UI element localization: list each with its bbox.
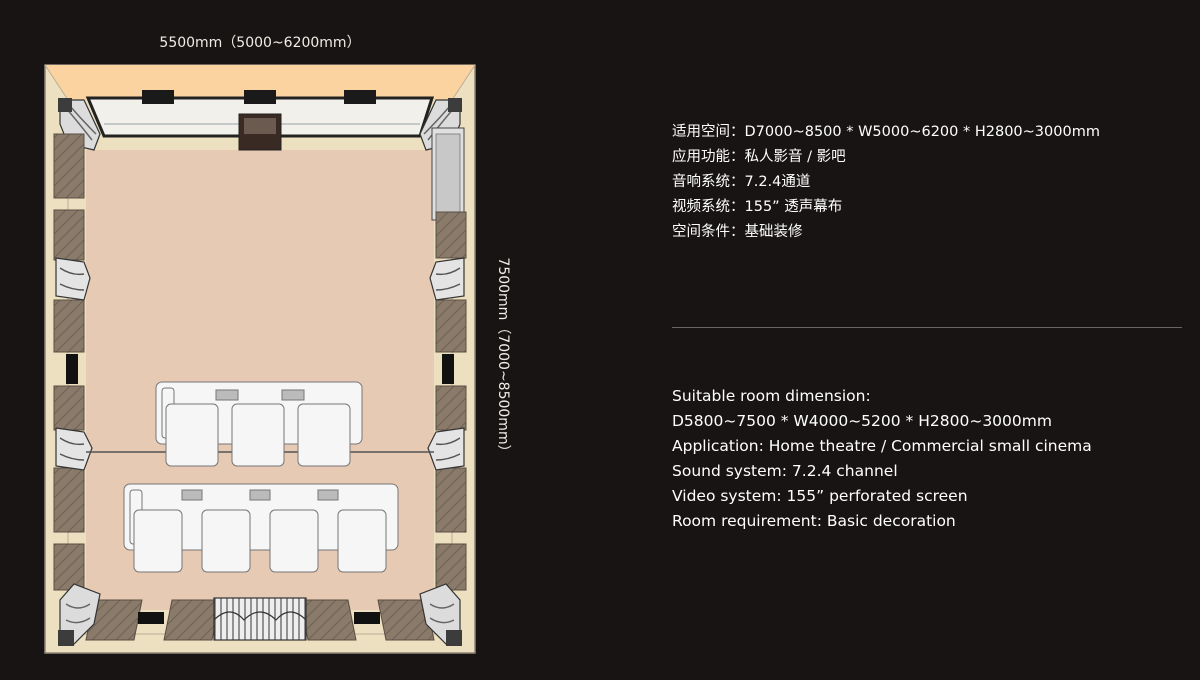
front-left-speaker [142, 90, 174, 104]
left-wall-panel-3 [53, 299, 85, 353]
left-subwoofer [66, 354, 78, 384]
spec-en-room-requirement: Room requirement: Basic decoration [672, 512, 956, 530]
spec-en-sound-system: Sound system: 7.2.4 channel [672, 462, 898, 480]
rear-left-speaker [138, 612, 164, 624]
front-right-speaker [344, 90, 376, 104]
spec-en-room-size-label: Suitable room dimension: [672, 387, 871, 405]
spec-cn-application: 应用功能：私人影音 / 影吧 [672, 149, 846, 165]
left-wall-panel-1 [53, 133, 85, 199]
floor-plan [44, 64, 476, 654]
back-seat-4 [337, 509, 387, 573]
spec-en-application: Application: Home theatre / Commercial s… [672, 437, 1092, 455]
specs-english: Suitable room dimension: D5800~7500 * W4… [672, 384, 1092, 534]
right-side-speaker-2 [427, 427, 465, 471]
spec-cn-sound-system: 音响系统：7.2.4通道 [672, 174, 811, 190]
rear-center-diffuser [213, 597, 307, 641]
spec-cn-video-system: 视频系统：155” 透声幕布 [672, 199, 843, 215]
left-wall-panel-5 [53, 467, 85, 533]
rear-left-corner-diffuser [58, 583, 101, 646]
right-wall-panel-5 [435, 543, 467, 591]
front-seat-2 [231, 403, 285, 467]
left-side-speaker-1 [55, 257, 91, 301]
specs-chinese: 适用空间：D7000~8500 * W5000~6200 * H2800~300… [672, 120, 1100, 245]
right-wall-panel-3 [435, 385, 467, 431]
right-subwoofer [442, 354, 454, 384]
room-width-label: 5500mm（5000~6200mm） [159, 35, 361, 51]
room-length-label: 7500mm（7000~8500mm） [495, 257, 511, 459]
left-wall-panel-2 [53, 209, 85, 261]
front-seat-1 [165, 403, 219, 467]
left-side-speaker-2 [55, 427, 93, 471]
rear-panel-2 [163, 599, 221, 641]
rear-panel-4 [377, 599, 435, 641]
front-center-speaker [244, 90, 276, 104]
left-wall-panel-4 [53, 385, 85, 431]
spec-en-video-system: Video system: 155” perforated screen [672, 487, 968, 505]
spec-cn-room-size: 适用空间：D7000~8500 * W5000~6200 * H2800~300… [672, 124, 1100, 140]
right-side-speaker-1 [429, 257, 465, 301]
right-wall-panel-4 [435, 467, 467, 533]
back-seat-3 [269, 509, 319, 573]
spec-en-room-size-value: D5800~7500 * W4000~5200 * H2800~3000mm [672, 412, 1052, 430]
front-seat-3 [297, 403, 351, 467]
rear-panel-3 [299, 599, 357, 641]
back-seat-2 [201, 509, 251, 573]
rear-right-speaker [354, 612, 380, 624]
right-wall-panel-2 [435, 299, 467, 353]
rear-right-corner-diffuser [419, 583, 462, 646]
left-wall-panel-6 [53, 543, 85, 591]
equipment-rack [431, 127, 465, 221]
back-seat-1 [133, 509, 183, 573]
spec-cn-room-requirement: 空间条件：基础装修 [672, 224, 803, 240]
right-wall-panel-1 [435, 211, 467, 259]
section-divider [672, 327, 1182, 328]
front-row-seats [155, 381, 363, 467]
back-row-seats [123, 483, 399, 573]
